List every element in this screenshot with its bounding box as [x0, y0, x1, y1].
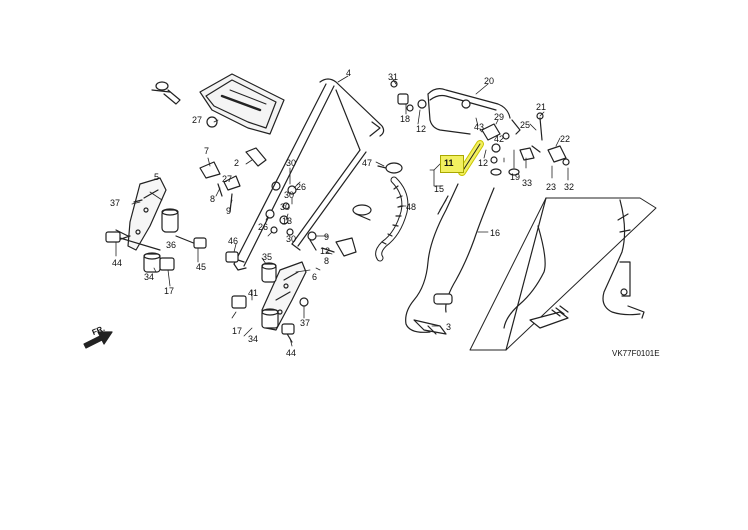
callout-33: 33 [522, 178, 533, 188]
callout-9-left: 9 [226, 206, 232, 216]
leader-lines [115, 75, 569, 347]
callout-4: 4 [346, 68, 352, 78]
callout-17-left: 17 [164, 286, 175, 296]
callout-44-right: 44 [286, 348, 297, 358]
callout-11-highlighted: 11 [444, 158, 454, 168]
callout-15: 15 [434, 184, 445, 194]
callout-32: 32 [564, 182, 575, 192]
lower-handle-left [127, 177, 167, 251]
callout-13: 13 [282, 216, 293, 226]
callout-26-lower: 26 [258, 222, 269, 232]
callout-36: 36 [166, 240, 177, 250]
callout-18: 18 [400, 114, 411, 124]
callout-17-right: 17 [232, 326, 243, 336]
callout-41: 41 [248, 288, 259, 298]
callout-37-left: 37 [110, 198, 121, 208]
upper-handle [233, 78, 385, 271]
callout-29: 29 [494, 112, 505, 122]
callout-47: 47 [362, 158, 373, 168]
control-cable [405, 183, 495, 335]
callout-20: 20 [484, 76, 495, 86]
callout-7: 7 [204, 146, 210, 156]
front-direction-arrow-icon [83, 331, 113, 349]
callout-22: 22 [560, 134, 571, 144]
callout-12-upper: 12 [416, 124, 427, 134]
callout-30-top: 30 [286, 158, 297, 168]
callout-12-lower: 12 [320, 246, 331, 256]
callout-30-bottom: 30 [280, 202, 291, 212]
callout-8-right: 8 [324, 256, 330, 266]
callout-21: 21 [536, 102, 547, 112]
callout-19: 19 [510, 172, 521, 182]
callout-35: 35 [262, 252, 273, 262]
diagram-code: VK77F0101E [612, 349, 660, 358]
logo-plate [199, 73, 285, 135]
highlight-box-part-11 [440, 155, 464, 173]
callout-30-fourth: 30 [286, 234, 297, 244]
callout-23: 23 [546, 182, 557, 192]
callout-34-right: 34 [248, 334, 259, 344]
callout-26-upper: 26 [296, 182, 307, 192]
callout-30-middle: 30 [284, 190, 295, 200]
callout-25: 25 [520, 120, 531, 130]
lower-middle-hardware [225, 231, 357, 343]
callout-2: 2 [234, 158, 240, 168]
callout-27-upper: 27 [192, 115, 203, 125]
callout-16: 16 [490, 228, 501, 238]
callout-31: 31 [388, 72, 399, 82]
callout-3: 3 [446, 322, 452, 332]
callout-48: 48 [406, 202, 417, 212]
cable-detail-box [469, 197, 657, 351]
left-hardware [105, 199, 207, 273]
callout-42: 42 [494, 134, 505, 144]
callout-46: 46 [228, 236, 239, 246]
callout-12-mid: 12 [478, 158, 489, 168]
callout-45: 45 [196, 262, 207, 272]
callout-6: 6 [312, 272, 318, 282]
callout-8: 8 [210, 194, 216, 204]
callout-37-right: 37 [300, 318, 311, 328]
handle-knob [151, 81, 181, 105]
callout-9-right: 9 [324, 232, 330, 242]
callout-5: 5 [154, 172, 160, 182]
callout-27-lower: 27 [222, 174, 233, 184]
handle-clamp-levers [199, 116, 297, 236]
callout-43: 43 [474, 122, 485, 132]
callout-44-left: 44 [112, 258, 123, 268]
control-lever-assembly [390, 80, 570, 176]
cable-clips [352, 162, 403, 221]
corrugated-tube [375, 176, 409, 262]
highlighted-cable-fitting [458, 140, 484, 176]
callout-34-left: 34 [144, 272, 155, 282]
